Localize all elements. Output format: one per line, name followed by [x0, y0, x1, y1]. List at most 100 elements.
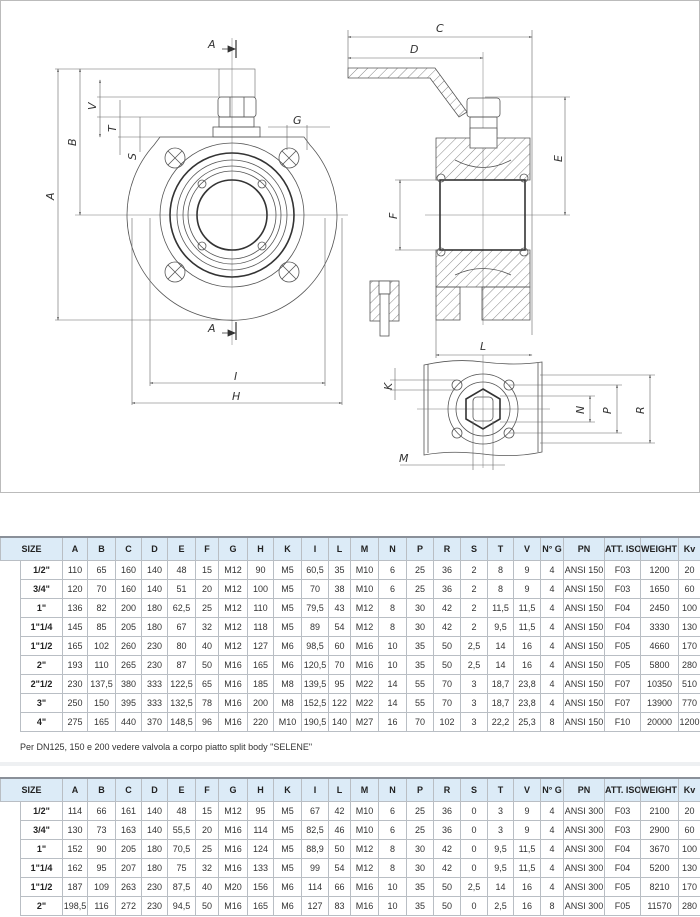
value-cell: M12 — [218, 560, 249, 580]
value-cell: 4 — [540, 839, 565, 859]
value-cell: 10 — [378, 636, 408, 656]
value-cell: 3 — [487, 801, 515, 821]
value-cell: M16 — [350, 636, 380, 656]
value-cell: 120,5 — [301, 655, 330, 675]
value-cell: 127 — [247, 636, 275, 656]
value-cell: 2,5 — [460, 636, 489, 656]
value-cell: F05 — [604, 655, 642, 675]
value-cell: 35 — [406, 896, 435, 916]
value-cell: 205 — [115, 617, 143, 637]
column-header: G — [218, 536, 249, 561]
value-cell: 110 — [62, 560, 89, 580]
value-cell: M5 — [273, 579, 303, 599]
column-header: ATT. ISO — [604, 777, 642, 802]
value-cell: M12 — [218, 579, 249, 599]
column-header: L — [328, 777, 352, 802]
value-cell: 70 — [328, 655, 352, 675]
value-cell: 42 — [433, 617, 462, 637]
value-cell: 190,5 — [301, 712, 330, 732]
value-cell: 95 — [87, 858, 117, 878]
value-cell: M5 — [273, 560, 303, 580]
value-cell: 130 — [678, 858, 700, 878]
value-cell: 152,5 — [301, 693, 330, 713]
column-header: M — [350, 777, 380, 802]
value-cell: 440 — [115, 712, 143, 732]
divider — [0, 762, 700, 766]
value-cell: 35 — [406, 877, 435, 897]
value-cell: ANSI 150 — [563, 674, 606, 694]
value-cell: 30 — [406, 858, 435, 878]
column-header: P — [406, 777, 435, 802]
value-cell: 10 — [378, 896, 408, 916]
value-cell: 333 — [141, 674, 169, 694]
dim-label-n: N — [574, 406, 587, 414]
column-header: PN — [563, 536, 606, 561]
value-cell: 156 — [247, 877, 275, 897]
dim-label-b: B — [66, 138, 79, 146]
value-cell: M10 — [350, 820, 380, 840]
column-header: K — [273, 777, 303, 802]
value-cell: 140 — [141, 579, 169, 599]
value-cell: M16 — [218, 839, 249, 859]
value-cell: 260 — [115, 636, 143, 656]
value-cell: M27 — [350, 712, 380, 732]
dim-label-t: T — [106, 124, 119, 132]
value-cell: 18,7 — [487, 674, 515, 694]
value-cell: 94,5 — [167, 896, 197, 916]
value-cell: 198,5 — [62, 896, 89, 916]
value-cell: 122 — [328, 693, 352, 713]
value-cell: 180 — [141, 598, 169, 618]
value-cell: M12 — [218, 617, 249, 637]
value-cell: F04 — [604, 617, 642, 637]
value-cell: 6 — [378, 579, 408, 599]
value-cell: 0 — [460, 820, 489, 840]
value-cell: 263 — [115, 877, 143, 897]
value-cell: 54 — [328, 858, 352, 878]
selene-note: Per DN125, 150 e 200 vedere valvola a co… — [20, 742, 313, 752]
value-cell: 130 — [62, 820, 89, 840]
value-cell: 275 — [62, 712, 89, 732]
value-cell: F03 — [604, 560, 642, 580]
value-cell: M16 — [218, 693, 249, 713]
value-cell: 80 — [167, 636, 197, 656]
value-cell: 160 — [115, 579, 143, 599]
value-cell: 9 — [513, 820, 542, 840]
column-header: A — [62, 536, 89, 561]
column-header: E — [167, 536, 197, 561]
value-cell: 124 — [247, 839, 275, 859]
value-cell: 160 — [115, 560, 143, 580]
value-cell: 0 — [460, 801, 489, 821]
value-cell: M12 — [350, 839, 380, 859]
handle — [347, 67, 468, 118]
value-cell: 2,5 — [487, 896, 515, 916]
dim-label-k: K — [382, 382, 395, 390]
value-cell: 16 — [513, 896, 542, 916]
value-cell: 4 — [540, 636, 565, 656]
dim-label-s: S — [126, 153, 139, 160]
value-cell: M16 — [350, 896, 380, 916]
value-cell: ANSI 300 — [563, 801, 606, 821]
value-cell: 48 — [167, 801, 197, 821]
value-cell: F04 — [604, 598, 642, 618]
value-cell: F05 — [604, 896, 642, 916]
value-cell: 0 — [460, 896, 489, 916]
value-cell: 15 — [195, 560, 220, 580]
value-cell: 140 — [141, 560, 169, 580]
value-cell: 40 — [195, 636, 220, 656]
value-cell: M10 — [350, 560, 380, 580]
value-cell: ANSI 300 — [563, 896, 606, 916]
value-cell: 100 — [678, 598, 700, 618]
value-cell: 4 — [540, 598, 565, 618]
value-cell: 96 — [195, 712, 220, 732]
value-cell: 20 — [195, 579, 220, 599]
value-cell: 380 — [115, 674, 143, 694]
value-cell: ANSI 300 — [563, 839, 606, 859]
value-cell: 510 — [678, 674, 700, 694]
value-cell: 280 — [678, 655, 700, 675]
value-cell: 8 — [487, 579, 515, 599]
value-cell: 11,5 — [513, 598, 542, 618]
value-cell: ANSI 150 — [563, 617, 606, 637]
